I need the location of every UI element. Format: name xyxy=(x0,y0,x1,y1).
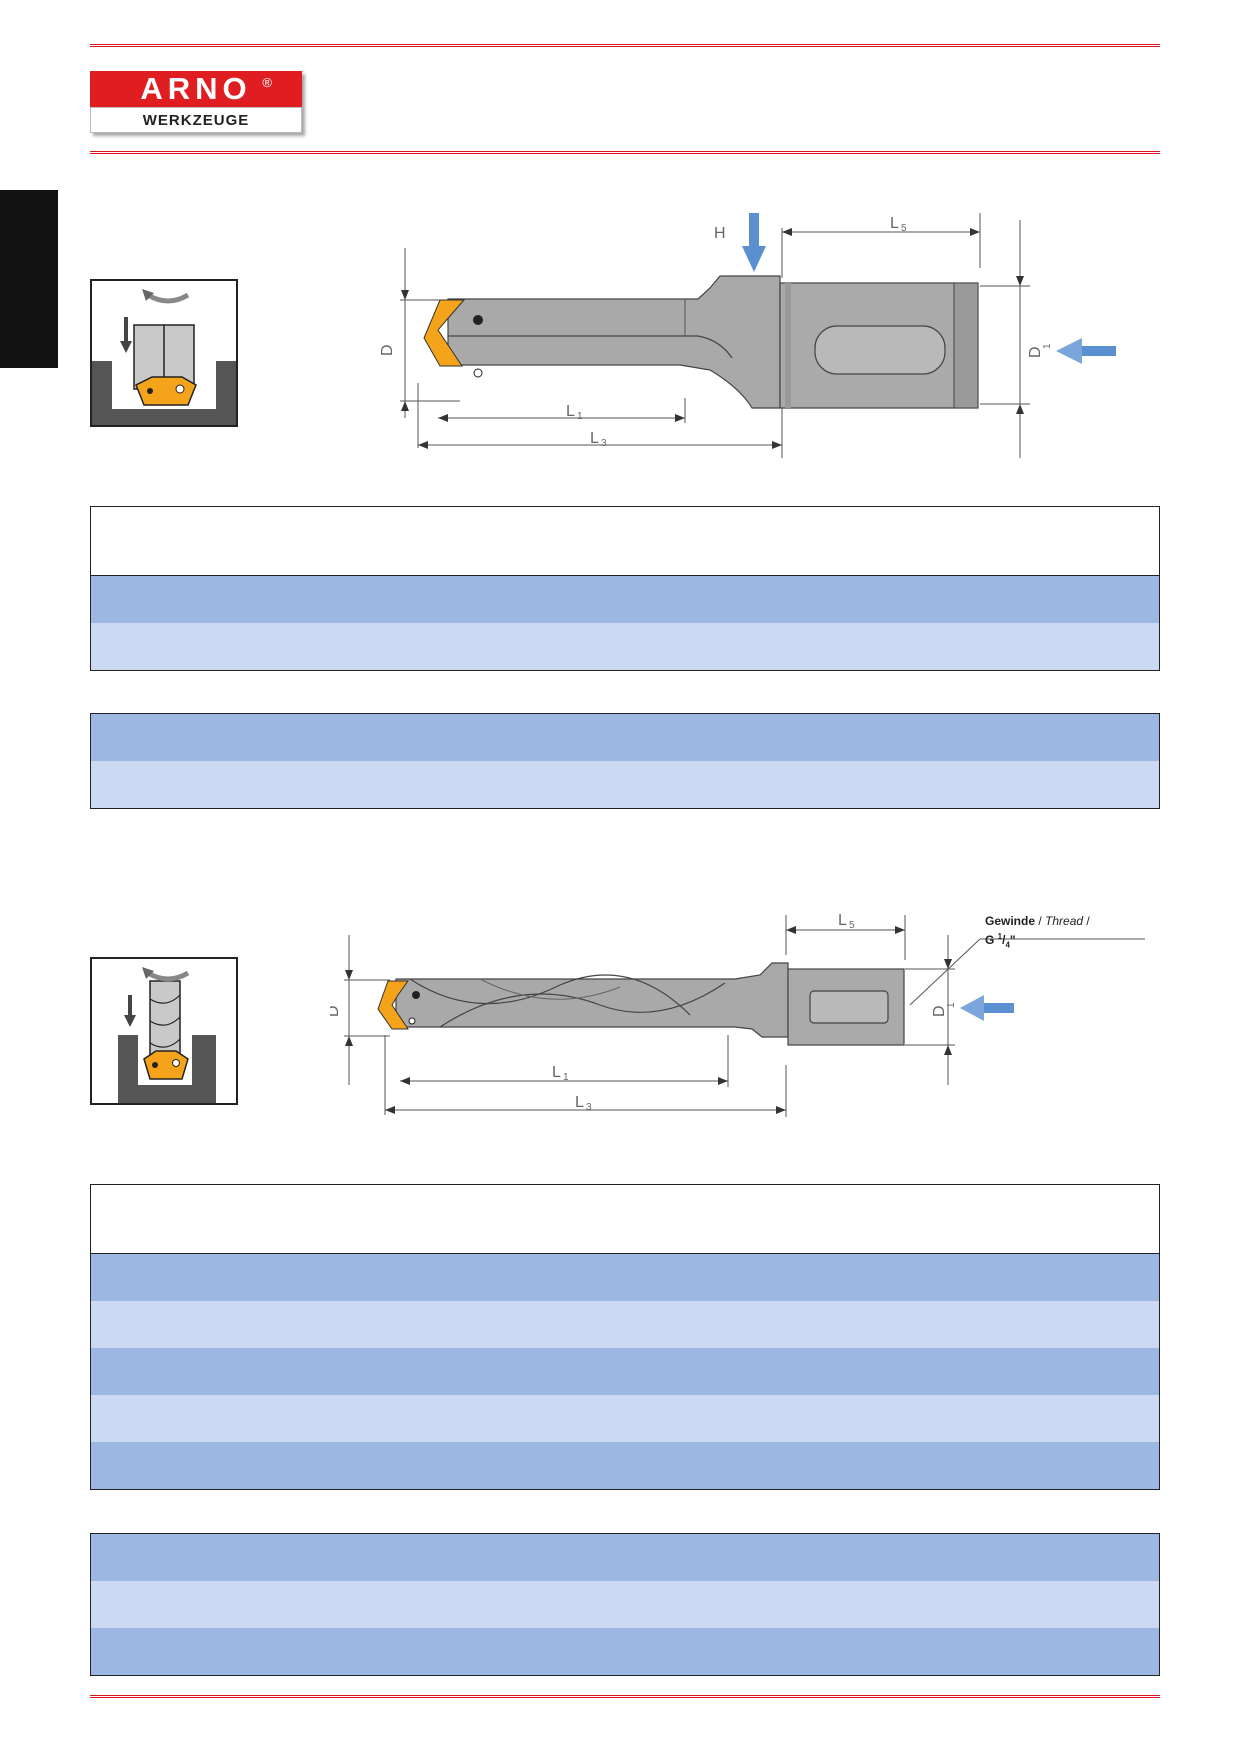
logo-white-band: WERKZEUGE xyxy=(90,107,302,133)
dim-d-label: D xyxy=(380,344,396,356)
force-h-label: H xyxy=(714,225,726,242)
dim-d-label-bottom: D xyxy=(330,1005,342,1017)
table-1 xyxy=(90,506,1160,671)
table-row xyxy=(91,1534,1159,1581)
thread-spec-num: 1 xyxy=(997,932,1003,941)
rotation-arrow-icon xyxy=(142,967,190,982)
thread-label-bold: Gewinde xyxy=(985,914,1036,928)
dim-d1-label: D xyxy=(1027,346,1044,358)
table-3 xyxy=(90,1184,1160,1490)
table-row xyxy=(91,1581,1159,1628)
header-rule-bottom xyxy=(90,151,1160,154)
operation-illustration-bottom xyxy=(90,957,238,1105)
thread-spec-den: 4 xyxy=(1005,940,1010,950)
dim-d1-sub: 1 xyxy=(1042,343,1053,349)
table-4 xyxy=(90,1533,1160,1676)
table-row xyxy=(91,761,1159,808)
table-row xyxy=(91,1301,1159,1348)
rotation-arrow-icon xyxy=(142,289,190,304)
table-header xyxy=(91,1185,1159,1254)
dim-l3-label: L xyxy=(590,430,599,447)
operation-illustration-top xyxy=(90,279,238,427)
dim-l5-label-bottom: L xyxy=(838,912,847,929)
table-row xyxy=(91,714,1159,761)
dim-l5-sub: 5 xyxy=(901,223,907,234)
dim-l1-sub-bottom: 1 xyxy=(563,1072,569,1083)
feed-arrow-icon xyxy=(124,995,136,1027)
dim-l1-label: L xyxy=(566,403,575,420)
dim-d1-label-bottom: D xyxy=(931,1005,948,1017)
thread-label-italic: Thread xyxy=(1045,914,1084,928)
dim-l3-sub: 3 xyxy=(601,438,607,449)
thread-note: Gewinde / Thread / G 1/4" xyxy=(985,914,1090,950)
arno-logo: ARNO ® WERKZEUGE xyxy=(90,71,302,133)
thread-spec-prefix: G xyxy=(985,933,998,947)
dim-l3-label-bottom: L xyxy=(575,1094,584,1111)
coolant-arrow-icon xyxy=(960,995,1014,1021)
logo-brand-name: ARNO xyxy=(140,71,252,106)
logo-registered-mark: ® xyxy=(262,75,272,90)
coolant-arrow-icon xyxy=(1056,338,1116,364)
dim-l5-label: L xyxy=(890,215,899,232)
table-header xyxy=(91,507,1159,576)
force-arrow-icon xyxy=(742,213,766,272)
dim-l1-label-bottom: L xyxy=(552,1064,561,1081)
dim-l3-sub-bottom: 3 xyxy=(586,1102,592,1113)
section-side-tab xyxy=(0,190,58,368)
thread-separator: / xyxy=(1038,914,1042,928)
table-row xyxy=(91,1395,1159,1442)
thread-spec-suffix: " xyxy=(1009,933,1016,947)
table-row xyxy=(91,1348,1159,1395)
footer-rule xyxy=(90,1695,1160,1698)
dim-l1-sub: 1 xyxy=(577,411,583,422)
feed-arrow-icon xyxy=(120,317,132,353)
thread-separator-2: / xyxy=(1086,914,1090,928)
table-row xyxy=(91,1442,1159,1489)
logo-subtitle: WERKZEUGE xyxy=(142,111,250,129)
table-row xyxy=(91,1628,1159,1675)
tool-drawing-top: D L 1 L 3 L 5 D 1 H xyxy=(380,213,1116,458)
dim-d1-sub-bottom: 1 xyxy=(946,1002,957,1008)
table-2 xyxy=(90,713,1160,809)
header-rule-top xyxy=(90,44,1160,47)
table-row xyxy=(91,623,1159,670)
logo-red-band: ARNO ® xyxy=(90,71,302,107)
dim-l5-sub-bottom: 5 xyxy=(849,920,855,931)
tool-drawing-bottom: D L 1 L 3 L 5 D 1 xyxy=(330,912,1145,1117)
table-row xyxy=(91,1254,1159,1301)
table-row xyxy=(91,576,1159,623)
